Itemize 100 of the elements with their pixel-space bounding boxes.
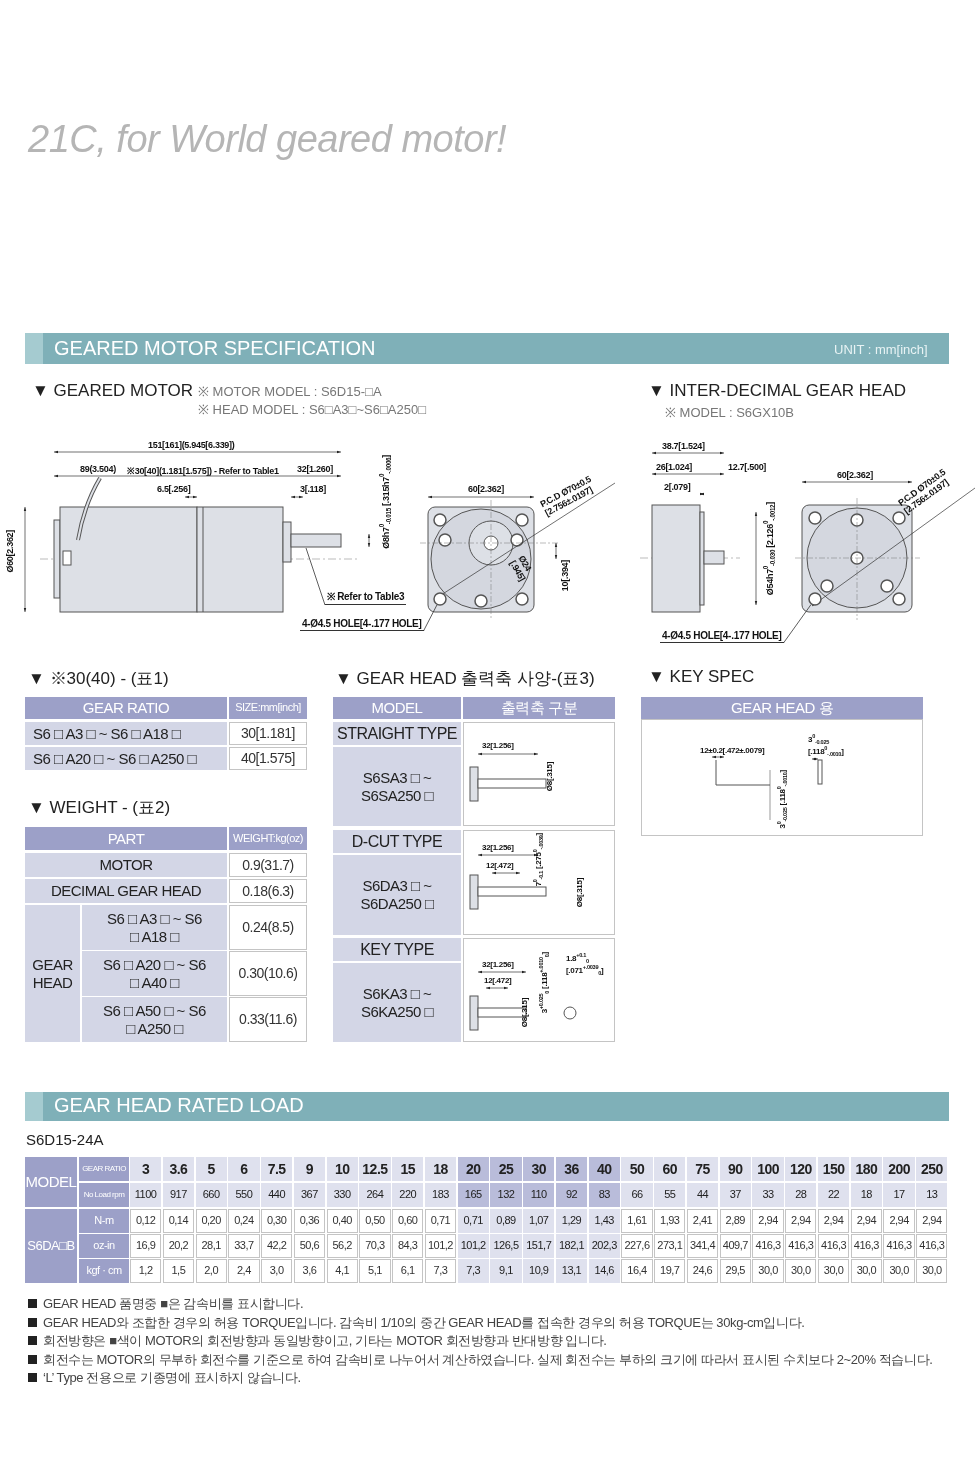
- data-cell: 33,7: [228, 1234, 260, 1258]
- data-cell: 273,1: [654, 1234, 686, 1258]
- dimension-label: 10[.394]: [560, 560, 570, 592]
- data-cell: 101,2: [457, 1234, 489, 1258]
- section-title: GEARED MOTOR SPECIFICATION: [54, 337, 376, 360]
- data-cell: 4,1: [326, 1259, 358, 1283]
- data-cell: 1,07: [523, 1209, 555, 1233]
- dimension-label: 12[.472]: [486, 861, 514, 870]
- data-cell: 0,50: [359, 1209, 391, 1233]
- row-header: S6 □ A3 □ ~ S6 □ A18 □: [25, 722, 227, 745]
- data-cell: 7.5: [261, 1157, 293, 1181]
- data-cell: 30,0: [752, 1259, 784, 1283]
- dimension-label: 3[.118]: [300, 484, 326, 494]
- data-cell: 2,94: [817, 1209, 850, 1233]
- data-cell: 30,0: [817, 1259, 850, 1283]
- data-cell: 200: [883, 1157, 915, 1181]
- data-cell: 40[1.575]: [229, 747, 307, 770]
- data-cell: 416,3: [785, 1234, 817, 1258]
- data-cell: 416,3: [817, 1234, 850, 1258]
- data-cell: 0.18(6.3): [229, 879, 307, 903]
- data-cell: 92: [555, 1183, 588, 1207]
- data-cell: 250: [916, 1157, 948, 1181]
- data-cell: 30,0: [916, 1259, 948, 1283]
- data-cell: 30,0: [850, 1259, 882, 1283]
- data-cell: 12.5: [359, 1157, 391, 1181]
- data-cell: 1,5: [162, 1259, 194, 1283]
- row-header: S6DA□B: [25, 1209, 77, 1283]
- data-cell: 0,24: [228, 1209, 260, 1233]
- row-header: S6DA3 □ ~ S6DA250 □: [333, 855, 461, 935]
- data-cell: 0,14: [162, 1209, 194, 1233]
- data-cell: 66: [621, 1183, 653, 1207]
- row-header: MOTOR: [25, 853, 227, 877]
- data-cell: 100: [752, 1157, 784, 1181]
- data-cell: 0.30(10.6): [229, 951, 307, 996]
- data-cell: 33: [752, 1183, 784, 1207]
- data-cell: 30,0: [785, 1259, 817, 1283]
- data-cell: 22: [817, 1183, 850, 1207]
- data-cell: 13: [916, 1183, 948, 1207]
- unit-label: UNIT : mm[inch]: [834, 342, 928, 357]
- data-cell: 24,6: [686, 1259, 719, 1283]
- data-cell: 55: [654, 1183, 686, 1207]
- data-cell: 0.33(11.6): [229, 997, 307, 1042]
- data-cell: 6,1: [392, 1259, 424, 1283]
- column-header: GEAR HEAD 용: [641, 697, 923, 719]
- row-header: DECIMAL GEAR HEAD: [25, 879, 227, 903]
- data-cell: 2,41: [686, 1209, 719, 1233]
- data-cell: 14,6: [588, 1259, 620, 1283]
- data-cell: 13,1: [555, 1259, 588, 1283]
- data-cell: 18: [850, 1183, 882, 1207]
- row-header: D-CUT TYPE: [333, 830, 461, 853]
- row-header: S6 □ A20 □ ~ S6 □ A250 □: [25, 747, 227, 770]
- data-cell: 183: [424, 1183, 457, 1207]
- data-cell: 180: [850, 1157, 882, 1181]
- data-cell: 1,61: [621, 1209, 653, 1233]
- data-cell: 15: [392, 1157, 424, 1181]
- data-cell: 16,9: [130, 1234, 162, 1258]
- data-cell: 0,12: [130, 1209, 162, 1233]
- data-cell: 341,4: [686, 1234, 719, 1258]
- callout-label: 4-Ø4.5 HOLE[4-.177 HOLE]: [300, 618, 424, 631]
- row-header: GEAR RATIO: [79, 1157, 129, 1181]
- data-cell: 0,71: [457, 1209, 489, 1233]
- row-header: No Load rpm: [79, 1183, 129, 1207]
- data-cell: 0.9(31.7): [229, 853, 307, 877]
- dimension-label: 12.7[.500]: [728, 462, 767, 472]
- data-cell: 416,3: [883, 1234, 915, 1258]
- row-header: kgf · cm: [79, 1259, 129, 1283]
- data-cell: 660: [195, 1183, 227, 1207]
- data-cell: 126,5: [490, 1234, 522, 1258]
- data-cell: 264: [359, 1183, 391, 1207]
- row-header: MODEL: [25, 1157, 77, 1207]
- note-text: 회전수는 MOTOR의 무부하 회전수를 기준으로 하여 감속비로 나누어서 계산하였습니다. 실제 회전수는 부하의 크기에 따라서 표시된 수치보다 2~20% 적습니다.: [43, 1350, 933, 1369]
- dimension-label: 60[2.362]: [468, 484, 504, 494]
- dimension-label: 12±0.2[.472±.0079]: [700, 746, 765, 755]
- data-cell: 0,20: [195, 1209, 227, 1233]
- data-cell: 2,89: [719, 1209, 751, 1233]
- slogan-title: 21C, for World geared motor!: [28, 118, 507, 161]
- note-text: GEAR HEAD 품명중 ■은 감속비를 표시합니다.: [43, 1295, 304, 1313]
- data-cell: 3,6: [293, 1259, 326, 1283]
- data-cell: 20,2: [162, 1234, 194, 1258]
- dimension-label: 32[1.256]: [482, 843, 514, 852]
- table-heading: ▼ KEY SPEC: [648, 667, 755, 687]
- section-subtitle: ▼ GEARED MOTOR: [32, 381, 194, 401]
- data-cell: 151,7: [523, 1234, 555, 1258]
- data-cell: 84,3: [392, 1234, 424, 1258]
- row-header: S6 □ A3 □ ~ S6 □ A18 □: [82, 905, 227, 950]
- dimension-label: Ø8[.315]: [520, 998, 529, 1028]
- data-cell: 110: [523, 1183, 555, 1207]
- data-cell: 50: [621, 1157, 653, 1181]
- dimension-label: Ø8[.315]: [545, 762, 554, 792]
- data-cell: 416,3: [850, 1234, 882, 1258]
- dimension-label: Ø60[2.362]: [5, 530, 15, 573]
- dimension-label: 151[161](5.945[6.339]): [148, 440, 235, 450]
- data-cell: 3,0: [261, 1259, 293, 1283]
- callout-label: ※ Refer to Table3: [325, 589, 407, 605]
- dimension-label: 26[1.024]: [656, 462, 692, 472]
- leader-line: [783, 604, 812, 644]
- data-cell: 1,29: [555, 1209, 588, 1233]
- data-cell: 182,1: [555, 1234, 588, 1258]
- data-cell: 9,1: [490, 1259, 522, 1283]
- data-cell: 202,3: [588, 1234, 620, 1258]
